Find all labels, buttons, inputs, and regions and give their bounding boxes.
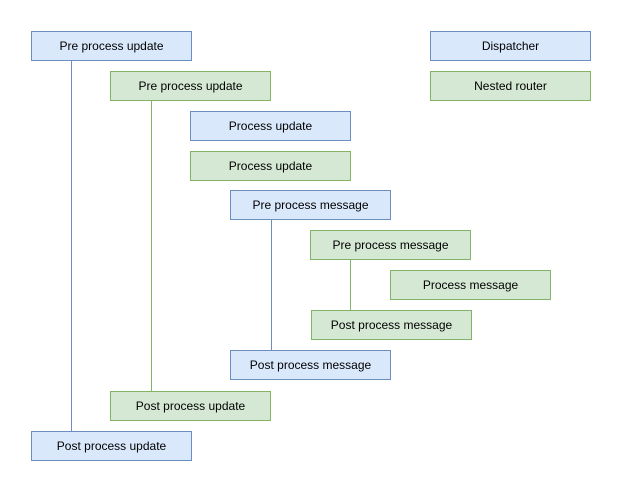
node-router-process-update: Process update	[190, 151, 351, 181]
node-dispatcher-process-update: Process update	[190, 111, 351, 141]
node-dispatcher-post-process-update: Post process update	[31, 431, 192, 461]
node-router-pre-process-message: Pre process message	[310, 230, 471, 260]
node-router-post-process-update: Post process update	[110, 391, 271, 421]
lifeline-router-message	[350, 260, 351, 310]
node-dispatcher-post-process-message: Post process message	[230, 350, 391, 380]
node-router-pre-process-update: Pre process update	[110, 71, 271, 101]
node-dispatcher-pre-process-update: Pre process update	[31, 31, 192, 61]
node-router-process-message: Process message	[390, 270, 551, 300]
node-nested-router: Nested router	[430, 71, 591, 101]
node-dispatcher: Dispatcher	[430, 31, 591, 61]
lifeline-router-update	[151, 101, 152, 391]
lifeline-dispatcher-update	[71, 61, 72, 431]
node-router-post-process-message: Post process message	[311, 310, 472, 340]
lifeline-dispatcher-message	[271, 220, 272, 350]
node-dispatcher-pre-process-message: Pre process message	[230, 190, 391, 220]
